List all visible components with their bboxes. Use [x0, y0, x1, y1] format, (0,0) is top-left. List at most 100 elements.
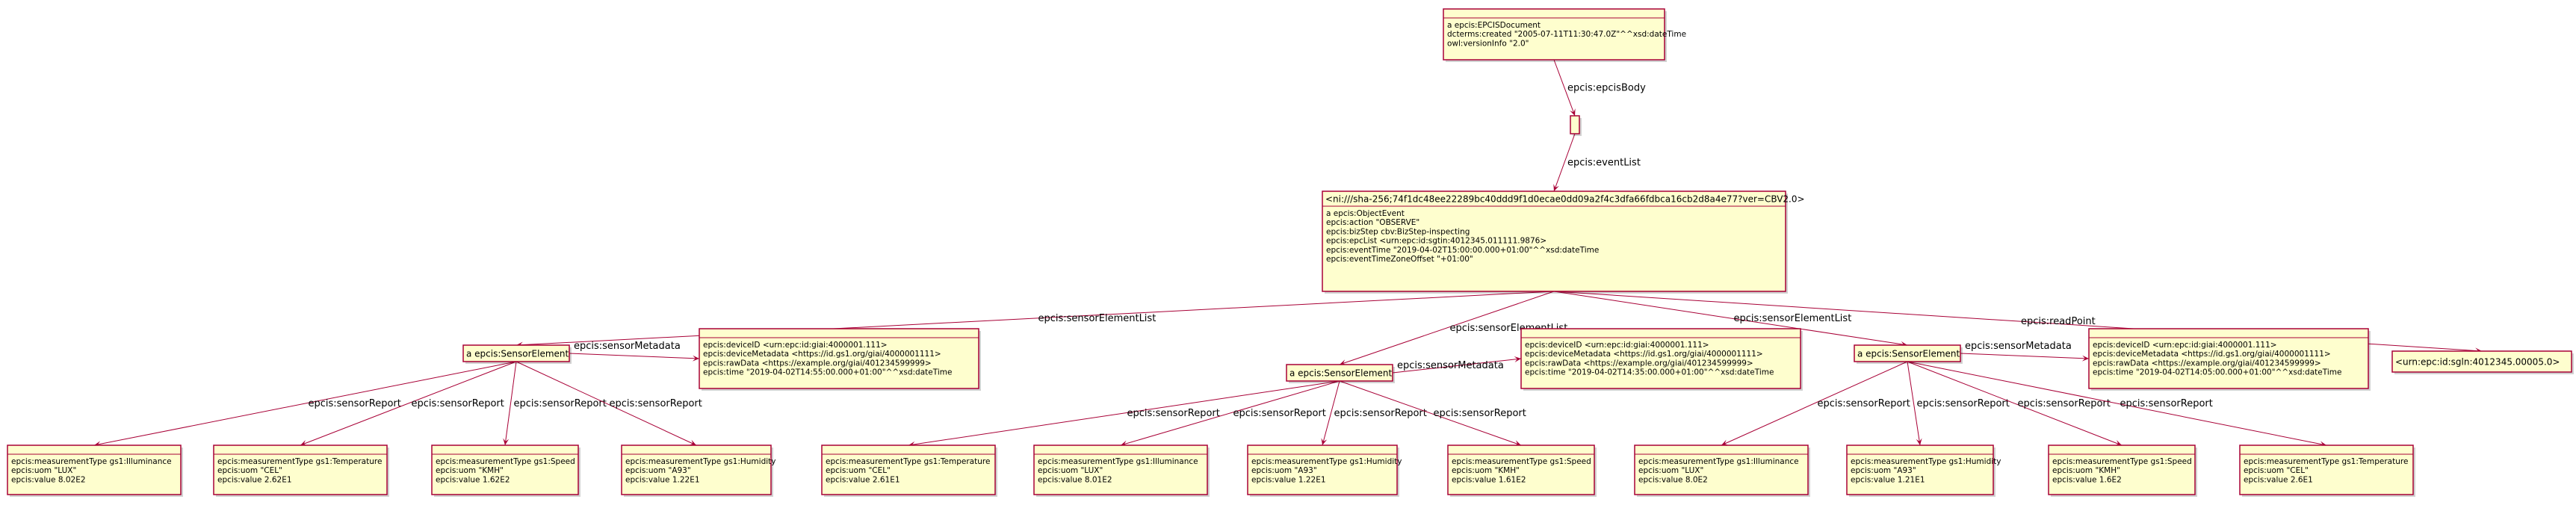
node-property-line: epcis:uom "KMH" [436, 466, 504, 475]
node-title: <ni:///sha-256;74f1dc48ee22289bc40ddd9f1… [1325, 194, 1805, 205]
edge-line [1339, 380, 1522, 446]
edge-event-se1: epcis:sensorElementList [515, 291, 1555, 348]
edge-se2-r2c: epcis:sensorReport [1321, 380, 1427, 446]
node-property-line: epcis:measurementType gs1:Speed [2052, 457, 2192, 466]
edge-label: epcis:sensorMetadata [1965, 341, 2072, 352]
node-property-line: epcis:measurementType gs1:Humidity [1251, 457, 1402, 466]
edge-se1-r1d: epcis:sensorReport [515, 361, 702, 446]
edge-line [515, 361, 697, 446]
edge-se3-meta3: epcis:sensorMetadata [1960, 341, 2090, 362]
node-property-line: epcis:measurementType gs1:Illuminance [1038, 457, 1198, 466]
node-box [1520, 328, 1801, 389]
edge-line [1960, 353, 2090, 359]
node-property-line: epcis:value 2.61E1 [826, 475, 900, 484]
node-property-line: epcis:action "OBSERVE" [1326, 218, 1419, 227]
node-r2b: epcis:measurementType gs1:Illuminanceepc… [1033, 445, 1210, 497]
edge-se1-r1c: epcis:sensorReport [503, 361, 607, 446]
node-box [2048, 445, 2196, 495]
edge-label: epcis:eventList [1567, 158, 1641, 169]
edge-se1-meta1: epcis:sensorMetadata [569, 341, 700, 362]
edge-line [1120, 380, 1340, 446]
node-box [2239, 445, 2414, 495]
arrowhead-icon [1570, 108, 1576, 116]
node-meta3: epcis:deviceID <urn:epc:id:giai:4000001.… [2088, 328, 2371, 391]
node-box [1286, 364, 1393, 382]
edge-event-se3: epcis:sensorElementList [1553, 291, 1908, 347]
node-property-line: epcis:uom "LUX" [1638, 466, 1703, 475]
node-r2a: epcis:measurementType gs1:Temperatureepc… [821, 445, 997, 497]
node-property-line: epcis:uom "A93" [625, 466, 691, 475]
node-property-line: epcis:time "2019-04-02T14:35:00.000+01:0… [1525, 368, 1774, 377]
edge-label: epcis:sensorReport [1233, 408, 1326, 419]
node-property-line: epcis:epcList <urn:epc:id:sgtin:4012345.… [1326, 237, 1546, 246]
edge-line [300, 361, 517, 446]
node-r1d: epcis:measurementType gs1:Humidityepcis:… [621, 445, 776, 497]
edge-se2-meta2: epcis:sensorMetadata [1392, 356, 1522, 374]
node-property-line: epcis:bizStep cbv:BizStep-inspecting [1326, 227, 1470, 236]
edge-label: epcis:sensorReport [1127, 408, 1220, 419]
edge-line [1721, 361, 1908, 446]
node-property-line: epcis:time "2019-04-02T14:05:00.000+01:0… [2093, 368, 2341, 377]
arrowhead-icon [689, 439, 696, 445]
edge-label: epcis:sensorMetadata [574, 341, 681, 352]
node-se1: a epcis:SensorElement [462, 344, 572, 364]
node-r1a: epcis:measurementType gs1:Illuminanceepc… [7, 445, 183, 497]
edge-line [1553, 133, 1576, 192]
node-box [2391, 350, 2572, 373]
node-property-line: epcis:measurementType gs1:Humidity [625, 457, 776, 466]
arrowhead-icon [692, 355, 699, 362]
node-property-line: epcis:time "2019-04-02T14:55:00.000+01:0… [703, 368, 952, 377]
node-title: a epcis:SensorElement [1289, 368, 1393, 379]
node-property-line: epcis:measurementType gs1:Illuminance [1638, 457, 1799, 466]
node-property-line: epcis:deviceID <urn:epc:id:giai:4000001.… [1525, 341, 1709, 350]
node-property-line: epcis:value 1.22E1 [1251, 475, 1326, 484]
node-property-line: epcis:measurementType gs1:Speed [1452, 457, 1591, 466]
node-property-line: epcis:uom "LUX" [11, 466, 76, 475]
edge-line [1553, 291, 1908, 346]
node-property-line: epcis:uom "A93" [1251, 466, 1317, 475]
node-box [1570, 115, 1580, 134]
node-property-line: epcis:uom "LUX" [1038, 466, 1103, 475]
node-property-line: epcis:value 2.62E1 [217, 475, 292, 484]
node-box [1033, 445, 1208, 495]
node-property-line: owl:versionInfo "2.0" [1447, 39, 1529, 48]
edge-se2-r2b: epcis:sensorReport [1120, 380, 1340, 447]
node-readpoint: <urn:epc:id:sgln:4012345.00005.0> [2391, 350, 2574, 374]
node-property-line: a epcis:EPCISDocument [1447, 21, 1541, 30]
arrowhead-icon [300, 440, 308, 446]
arrowhead-icon [503, 438, 510, 445]
node-property-line: epcis:rawData <https://example.org/giai/… [703, 359, 932, 368]
node-property-line: epcis:uom "CEL" [2244, 466, 2309, 475]
arrowhead-icon [1514, 440, 1521, 446]
node-r1c: epcis:measurementType gs1:Speedepcis:uom… [431, 445, 580, 497]
edge-se3-r3c: epcis:sensorReport [1907, 361, 2123, 446]
edge-line [504, 361, 517, 446]
node-property-line: epcis:measurementType gs1:Speed [436, 457, 575, 466]
node-property-line: epcis:value 1.62E2 [436, 475, 510, 484]
node-r2d: epcis:measurementType gs1:Speedepcis:uom… [1447, 445, 1597, 497]
edge-label: epcis:sensorElementList [1038, 313, 1157, 324]
edge-line [1392, 358, 1522, 374]
edge-label: epcis:sensorReport [1818, 398, 1910, 409]
edge-label: epcis:sensorReport [2018, 398, 2111, 409]
edge-line [93, 361, 517, 446]
edge-label: epcis:sensorReport [1917, 398, 2010, 409]
node-box [1854, 344, 1961, 362]
node-box [1634, 445, 1809, 495]
node-title: <urn:epc:id:sgln:4012345.00005.0> [2395, 357, 2560, 368]
node-se2: a epcis:SensorElement [1286, 364, 1395, 383]
node-property-line: epcis:eventTimeZoneOffset "+01:00" [1326, 255, 1473, 264]
edge-line [1907, 361, 2123, 446]
node-blank [1570, 115, 1582, 136]
edge-line [1322, 380, 1340, 446]
edge-se1-r1b: epcis:sensorReport [300, 361, 517, 446]
edge-label: epcis:epcisBody [1567, 83, 1646, 94]
node-property-line: epcis:value 2.6E1 [2244, 475, 2313, 484]
node-title: a epcis:SensorElement [1857, 349, 1960, 359]
arrowhead-icon [1553, 184, 1559, 191]
node-property-line: epcis:deviceMetadata <https://id.gs1.org… [703, 350, 941, 359]
node-property-line: epcis:deviceID <urn:epc:id:giai:4000001.… [703, 341, 888, 350]
edge-label: epcis:readPoint [2021, 316, 2096, 327]
edge-line [1339, 291, 1555, 365]
